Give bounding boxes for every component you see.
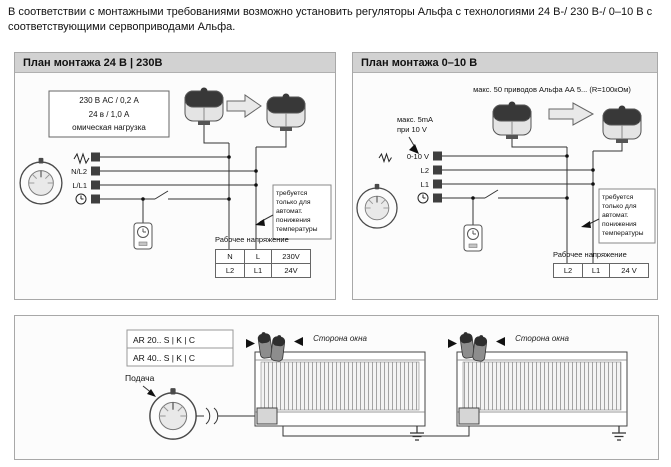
panel-montage-0-10v: План монтажа 0–10 В (352, 52, 658, 300)
voltage-table-24v: N L 230V L2 L1 24V (215, 249, 311, 278)
note-box (598, 188, 656, 244)
voltage-title: Рабочее напряжение (553, 250, 627, 259)
voltage-cell: 230V (271, 249, 311, 264)
voltage-cell: L (244, 249, 272, 264)
mount-arrow-icon (294, 337, 303, 346)
voltage-cell: 24V (271, 263, 311, 278)
model-row-ar40: AR 40.. S | K | C (133, 353, 196, 363)
convector-fins (462, 361, 622, 411)
voltage-cell: L2 (215, 263, 245, 278)
panel-convector-installation: AR 20.. S | K | C AR 40.. S | K | C Пода… (14, 315, 659, 460)
voltage-cell: N (215, 249, 245, 264)
junction-dots (141, 155, 258, 201)
voltage-cell: 24 V (609, 263, 649, 278)
current-note-line-1: макс. 5mA (397, 115, 434, 124)
mount-arrow-icon (548, 102, 595, 126)
note-text: требуется только для автомат. понижения … (602, 194, 644, 237)
mount-arrow-icon (448, 339, 457, 348)
drives-note: макс. 50 приводов Альфа АА 5... (R=100кО… (473, 85, 631, 94)
window-side-label-2: Сторона окна (515, 334, 569, 343)
junction-dots (471, 154, 595, 200)
voltage-table-0-10v: L2 L1 24 V (553, 263, 649, 278)
wiring-diagram-24v (19, 87, 332, 250)
mount-arrow-icon (246, 339, 255, 348)
actuator-icon (602, 105, 642, 144)
panel-010v-title-bar: План монтажа 0–10 В (353, 53, 657, 73)
convector-2 (456, 351, 628, 427)
note-arrow-icon (255, 214, 274, 226)
terminal-label-nl2: N/L2 (71, 166, 87, 176)
mount-arrow-icon (226, 94, 262, 118)
signal-wave-icon (378, 152, 392, 164)
wires (442, 139, 623, 263)
terminal-label-l1: L1 (420, 179, 429, 189)
supply-arrow-icon (142, 385, 156, 397)
current-note-line-2: при 10 V (397, 125, 427, 134)
terminal-block (433, 151, 442, 203)
thermostat-dial-icon (356, 183, 398, 229)
switch-icon (154, 190, 169, 200)
intro-text: В соответствии с монтажными требованиями… (8, 6, 653, 33)
panel-24v-body: 230 В AC / 0,2 А 24 в / 1,0 А омическая … (15, 73, 335, 299)
voltage-cell: L1 (582, 263, 610, 278)
current-note: макс. 5mA при 10 V (397, 115, 461, 135)
ground-icon (409, 425, 425, 441)
thermostat-dial-icon (19, 157, 63, 205)
panel-010v-body: макс. 50 приводов Альфа АА 5... (R=100кО… (353, 73, 657, 299)
ground-icon (611, 425, 627, 441)
wires (100, 125, 287, 249)
voltage-cell: L1 (244, 263, 272, 278)
actuator-icon (184, 87, 224, 126)
load-line-3: омическая нагрузка (72, 123, 146, 132)
installation-diagram (126, 329, 628, 441)
terminal-label-l2: L2 (420, 165, 429, 175)
window-side-label-1: Сторона окна (313, 334, 367, 343)
valve-body (458, 407, 480, 425)
valve-body (256, 407, 278, 425)
installation-body: AR 20.. S | K | C AR 40.. S | K | C Пода… (15, 316, 658, 459)
wiring-diagram-0-10v (356, 101, 656, 263)
model-row-ar20: AR 20.. S | K | C (133, 335, 196, 345)
voltage-cell: L2 (553, 263, 583, 278)
time-switch-icon (133, 222, 153, 250)
thermostat-dial-icon (149, 387, 197, 440)
note-arrow-icon (581, 218, 600, 228)
note-text: требуется только для автомат. понижения … (276, 190, 318, 233)
panel-24v-title: План монтажа 24 В | 230В (23, 56, 163, 69)
note-box (272, 184, 332, 240)
supply-label: Подача (125, 373, 155, 383)
terminal-label-0-10v: 0-10 V (406, 151, 429, 161)
load-spec-box (48, 90, 170, 138)
mount-arrow-icon (496, 337, 505, 346)
actuator-icon (266, 93, 306, 132)
time-switch-icon (463, 224, 483, 252)
voltage-title: Рабочее напряжение (215, 235, 289, 244)
panel-montage-24v-230v: План монтажа 24 В | 230В (14, 52, 336, 300)
convector-fins (260, 361, 420, 411)
clock-icon (417, 192, 429, 204)
current-arrow-icon (408, 136, 419, 154)
convector-1 (254, 351, 426, 427)
load-line-1: 230 В AC / 0,2 А (79, 96, 139, 105)
switch-icon (484, 189, 499, 199)
load-spec-text: 230 В AC / 0,2 А 24 в / 1,0 А омическая … (51, 94, 167, 135)
actuator-icon (492, 101, 532, 140)
pipe-break-icon (205, 407, 219, 425)
terminal-block (91, 152, 100, 204)
panel-010v-title: План монтажа 0–10 В (361, 56, 478, 69)
load-line-2: 24 в / 1,0 А (88, 109, 130, 119)
clock-icon (75, 193, 87, 205)
terminal-label-ll1: L/L1 (72, 180, 87, 190)
panel-24v-title-bar: План монтажа 24 В | 230В (15, 53, 335, 73)
ac-wave-icon (73, 152, 90, 165)
